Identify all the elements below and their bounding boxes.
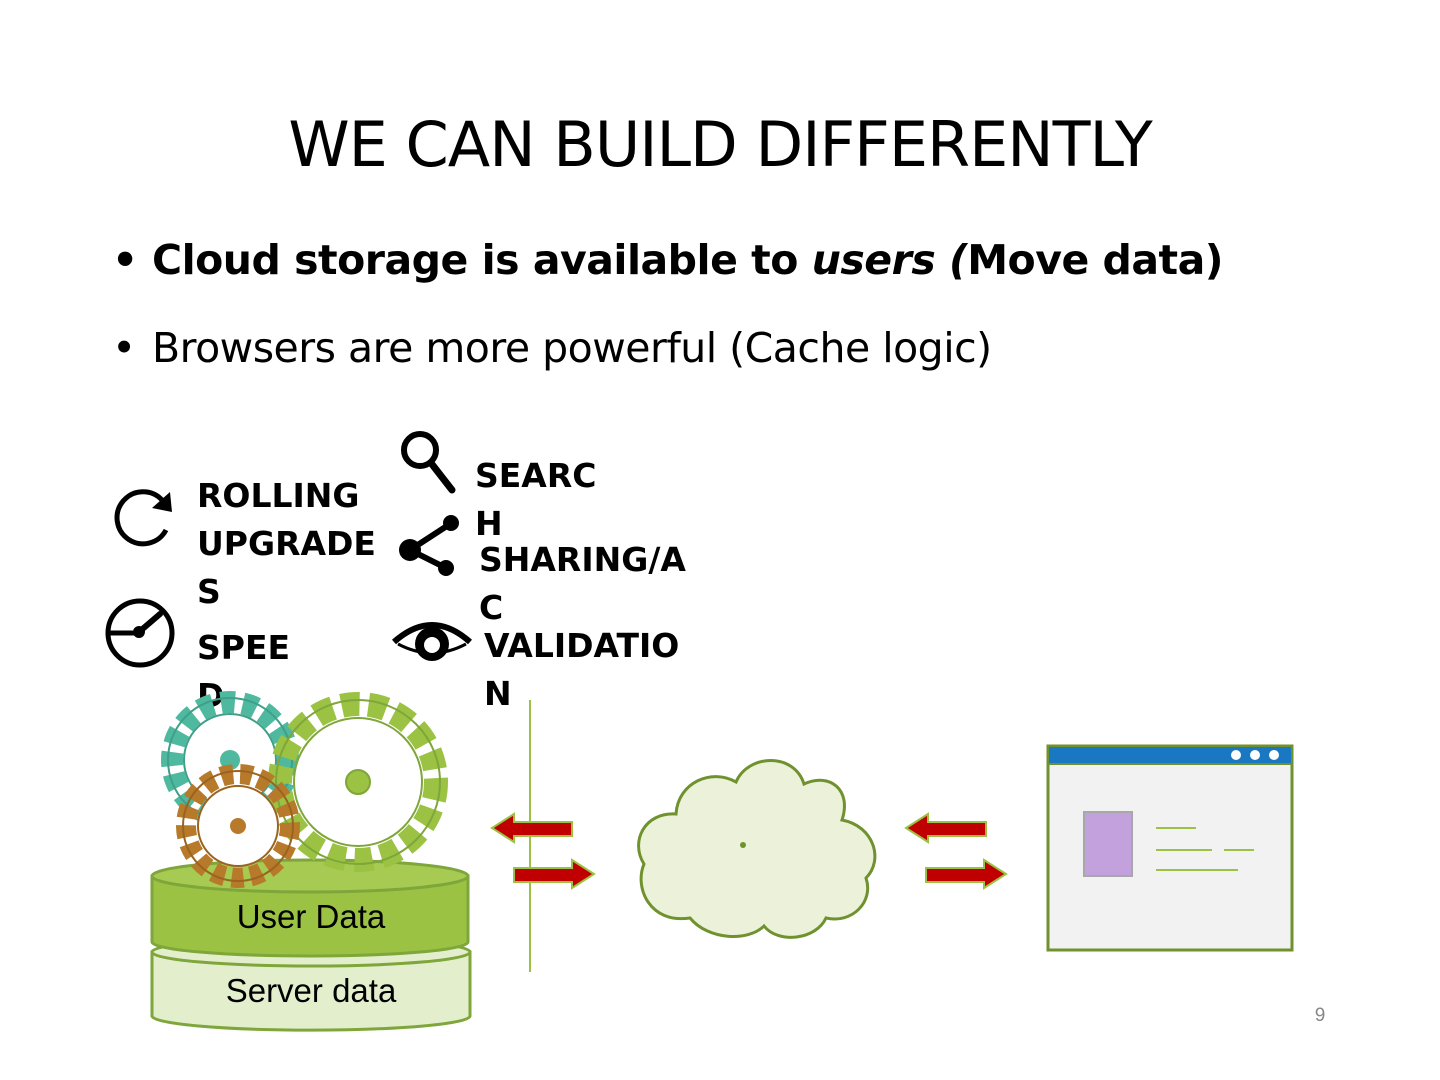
bullet-dot: • [112, 236, 139, 284]
feature-label-search: SEARCH [475, 456, 597, 543]
bullet-browsers: • Browsers are more powerful (Cache logic… [112, 324, 992, 372]
browser-window-icon [1046, 744, 1294, 952]
gear-green-icon [268, 692, 448, 872]
feature-label-rolling-upgrades: ROLLING UPGRADES [197, 476, 376, 611]
search-icon [401, 431, 456, 494]
gear-orange-icon [176, 764, 300, 888]
arrow-right-icon [513, 858, 596, 890]
server-data-label: Server data [225, 972, 397, 1009]
server-diagram [150, 691, 472, 1032]
speedometer-icon [105, 598, 175, 668]
bullet-dot: • [112, 324, 137, 372]
page-number: 9 [1314, 1005, 1326, 1026]
bullet-1-emphasis: users ( [811, 236, 968, 284]
feature-label-sharing: SHARING/AC [479, 540, 686, 627]
bullet-2-text: Browsers are more powerful (Cache logic) [152, 324, 992, 372]
user-data-label: User Data [236, 898, 386, 935]
feature-label-validation: VALIDATION [484, 626, 680, 713]
share-icon [399, 515, 459, 576]
bullet-cloud-storage: • Cloud storage is available to users (Mo… [112, 236, 1224, 284]
bullet-1-suffix: Move data) [967, 236, 1224, 284]
arrow-left-icon [490, 812, 573, 844]
slide-title: WE CAN BUILD DIFFERENTLY [288, 108, 1152, 181]
eye-icon [392, 622, 472, 661]
bullet-1-prefix: Cloud storage is available to [152, 236, 812, 284]
arrow-right-icon [925, 858, 1008, 890]
refresh-icon [114, 489, 172, 547]
cloud-icon [637, 759, 877, 939]
arrow-left-icon [904, 812, 987, 844]
